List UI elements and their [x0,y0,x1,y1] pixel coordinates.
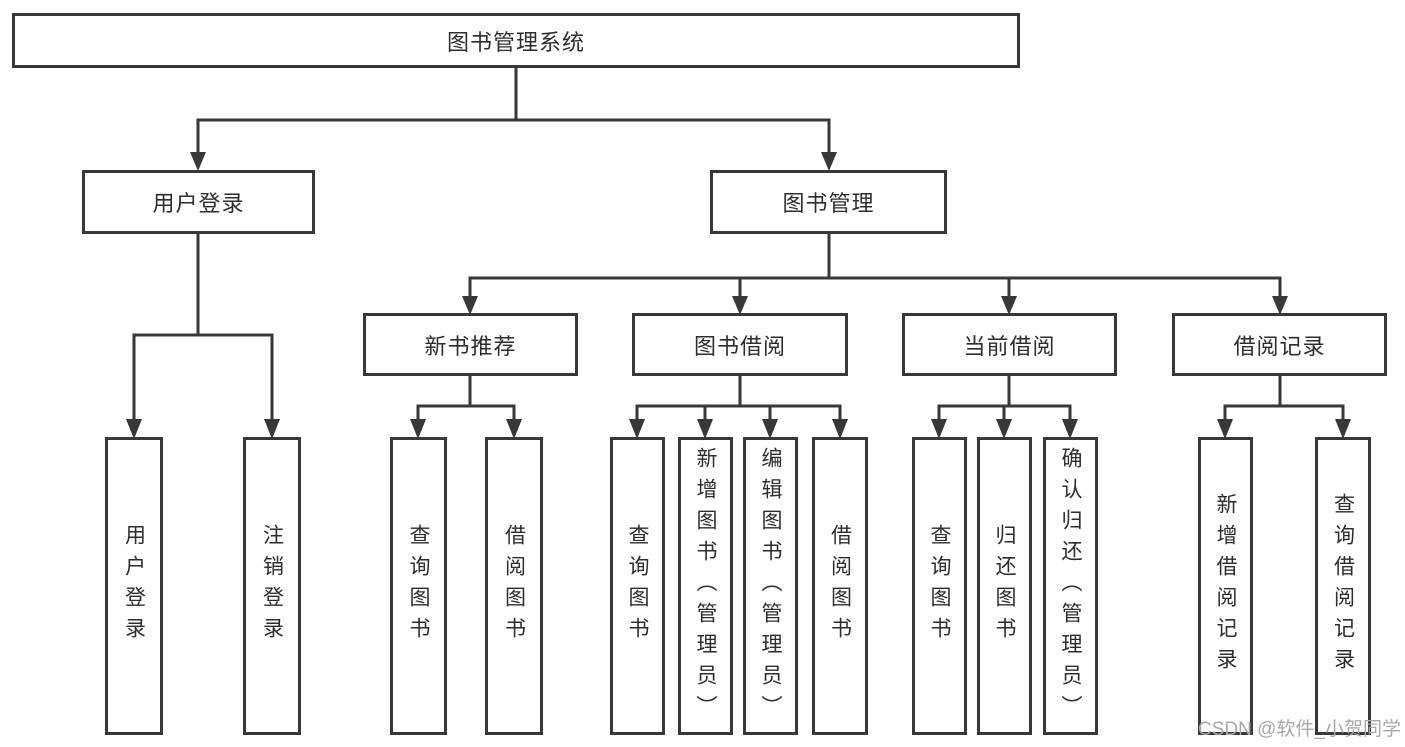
leaf-logout-label: 注销登录 [260,524,284,648]
leaf-records-query-record-label: 查询借阅记录 [1331,493,1355,679]
leaf-records-add-record-label: 新增借阅记录 [1214,493,1237,679]
node-user-login-label: 用户登录 [152,191,245,216]
leaf-user-login-label: 用户登录 [122,524,146,648]
node-new-book-recommend: 新书推荐 [363,313,578,376]
leaf-recommend-borrow-books: 借阅图书 [485,437,543,735]
node-current-borrowing-label: 当前借阅 [963,333,1056,359]
leaf-current-return-books-label: 归还图书 [993,524,1016,648]
leaf-borrowing-edit-books: 编辑图书（管理员） [743,437,798,735]
leaf-recommend-query-books-label: 查询图书 [407,524,430,648]
node-book-management: 图书管理 [710,170,947,234]
node-book-borrowing: 图书借阅 [632,313,848,376]
leaf-current-query-books: 查询图书 [912,437,967,735]
leaf-current-confirm-return-label: 确认归还（管理员） [1059,446,1082,726]
leaf-borrowing-add-books-label: 新增图书（管理员） [694,446,717,726]
leaf-borrowing-borrow-books: 借阅图书 [812,437,868,735]
leaf-borrowing-query-books: 查询图书 [610,437,665,735]
leaf-logout: 注销登录 [243,437,301,735]
node-book-management-label: 图书管理 [782,191,875,216]
leaf-borrowing-add-books: 新增图书（管理员） [678,437,733,735]
node-current-borrowing: 当前借阅 [902,313,1117,376]
leaf-current-confirm-return: 确认归还（管理员） [1043,437,1098,735]
leaf-borrowing-edit-books-label: 编辑图书（管理员） [759,446,782,726]
leaf-user-login: 用户登录 [105,437,163,735]
leaf-borrowing-borrow-books-label: 借阅图书 [828,524,852,648]
node-book-borrowing-label: 图书借阅 [693,333,786,359]
leaf-records-add-record: 新增借阅记录 [1198,437,1253,735]
leaf-borrowing-query-books-label: 查询图书 [626,524,649,648]
node-root: 图书管理系统 [12,13,1020,68]
leaf-current-return-books: 归还图书 [977,437,1032,735]
node-root-label: 图书管理系统 [446,29,585,55]
leaf-recommend-borrow-books-label: 借阅图书 [502,524,526,648]
node-borrowing-records-label: 借阅记录 [1233,333,1326,359]
leaf-current-query-books-label: 查询图书 [928,524,951,648]
csdn-watermark: CSDN @软件_小贺同学 [1198,719,1401,740]
leaf-recommend-query-books: 查询图书 [390,437,447,735]
node-borrowing-records: 借阅记录 [1172,313,1387,376]
leaf-records-query-record: 查询借阅记录 [1315,437,1371,735]
node-new-book-recommend-label: 新书推荐 [424,333,517,359]
node-user-login: 用户登录 [82,170,315,234]
